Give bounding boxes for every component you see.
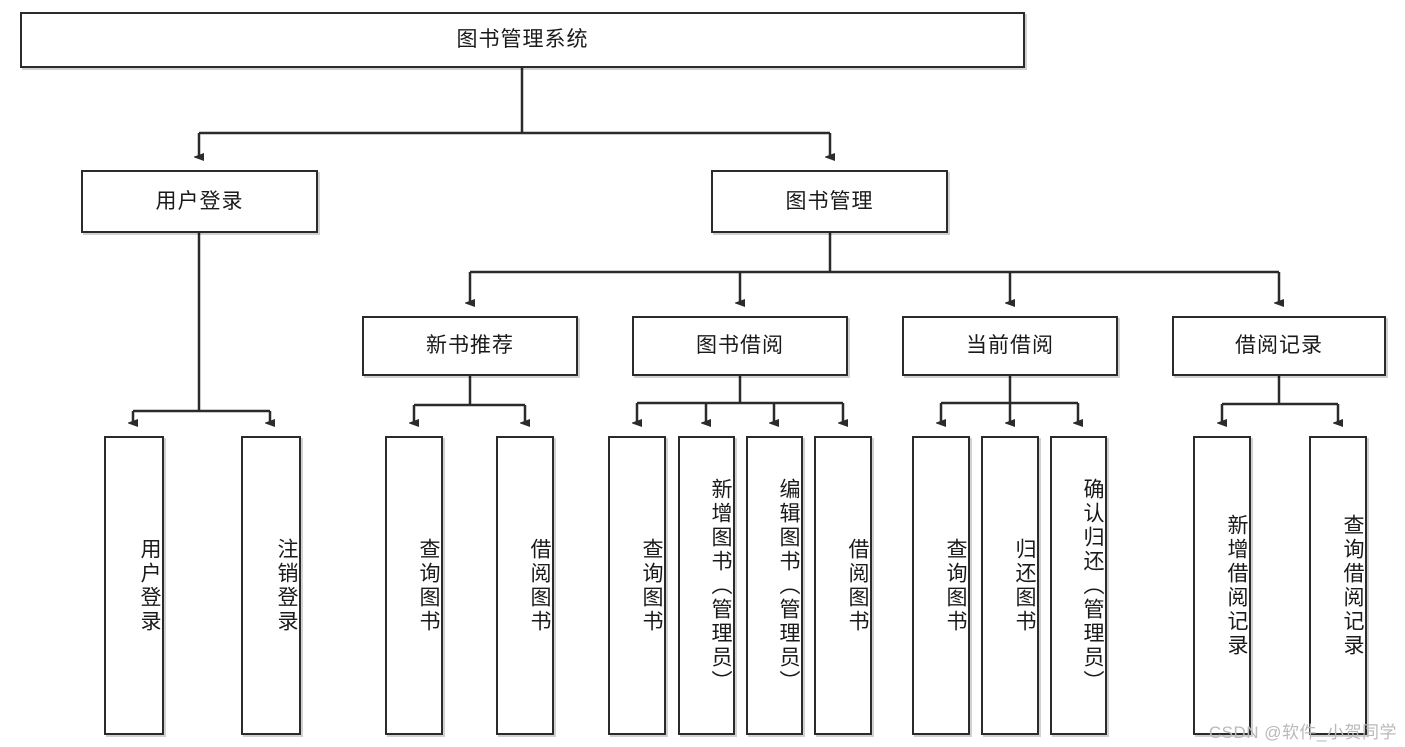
node-book-borrow-label: 图书借阅: [696, 334, 784, 358]
watermark-text: CSDN @软件_小贺同学: [1208, 723, 1397, 742]
node-new-book-rec[interactable]: 新书推荐: [362, 316, 578, 376]
node-book-manage-label: 图书管理: [785, 189, 874, 213]
node-leaf-query-book-1-label: 查询图书: [417, 537, 440, 634]
node-leaf-query-record-label: 查询借阅记录: [1341, 513, 1364, 658]
node-borrow-record-label: 借阅记录: [1235, 334, 1323, 358]
node-leaf-borrow-book-2-label: 借阅图书: [846, 537, 869, 634]
node-leaf-user-logout[interactable]: 注销登录: [241, 436, 301, 735]
node-leaf-query-book-3-label: 查询图书: [944, 537, 967, 634]
node-leaf-confirm-return[interactable]: 确认归还（管理员）: [1050, 436, 1107, 735]
node-leaf-user-logout-label: 注销登录: [275, 537, 298, 634]
node-leaf-borrow-book-1[interactable]: 借阅图书: [496, 436, 554, 735]
node-new-book-rec-label: 新书推荐: [426, 334, 514, 358]
node-borrow-record[interactable]: 借阅记录: [1172, 316, 1386, 376]
node-user-login[interactable]: 用户登录: [81, 170, 318, 233]
node-user-login-label: 用户登录: [155, 189, 244, 213]
node-current-borrow-label: 当前借阅: [966, 334, 1054, 358]
node-leaf-query-book-2[interactable]: 查询图书: [608, 436, 666, 735]
node-book-manage[interactable]: 图书管理: [711, 170, 948, 233]
node-book-borrow[interactable]: 图书借阅: [632, 316, 848, 376]
node-leaf-user-login-label: 用户登录: [138, 537, 161, 634]
node-leaf-edit-book-label: 编辑图书（管理员）: [777, 477, 800, 694]
node-leaf-add-book-label: 新增图书（管理员）: [709, 477, 732, 694]
node-leaf-borrow-book-1-label: 借阅图书: [528, 537, 551, 634]
node-leaf-add-book[interactable]: 新增图书（管理员）: [678, 436, 735, 735]
node-leaf-borrow-book-2[interactable]: 借阅图书: [814, 436, 872, 735]
node-leaf-edit-book[interactable]: 编辑图书（管理员）: [746, 436, 803, 735]
node-root[interactable]: 图书管理系统: [20, 12, 1025, 68]
node-leaf-query-book-2-label: 查询图书: [640, 537, 663, 634]
node-leaf-query-record[interactable]: 查询借阅记录: [1309, 436, 1367, 735]
node-leaf-user-login[interactable]: 用户登录: [104, 436, 164, 735]
node-leaf-add-record[interactable]: 新增借阅记录: [1193, 436, 1251, 735]
node-leaf-return-book[interactable]: 归还图书: [981, 436, 1039, 735]
node-leaf-query-book-1[interactable]: 查询图书: [385, 436, 443, 735]
node-current-borrow[interactable]: 当前借阅: [902, 316, 1118, 376]
node-leaf-return-book-label: 归还图书: [1013, 537, 1036, 634]
node-leaf-add-record-label: 新增借阅记录: [1225, 513, 1248, 658]
node-leaf-query-book-3[interactable]: 查询图书: [912, 436, 970, 735]
node-root-label: 图书管理系统: [456, 28, 589, 52]
node-leaf-confirm-return-label: 确认归还（管理员）: [1081, 477, 1104, 694]
